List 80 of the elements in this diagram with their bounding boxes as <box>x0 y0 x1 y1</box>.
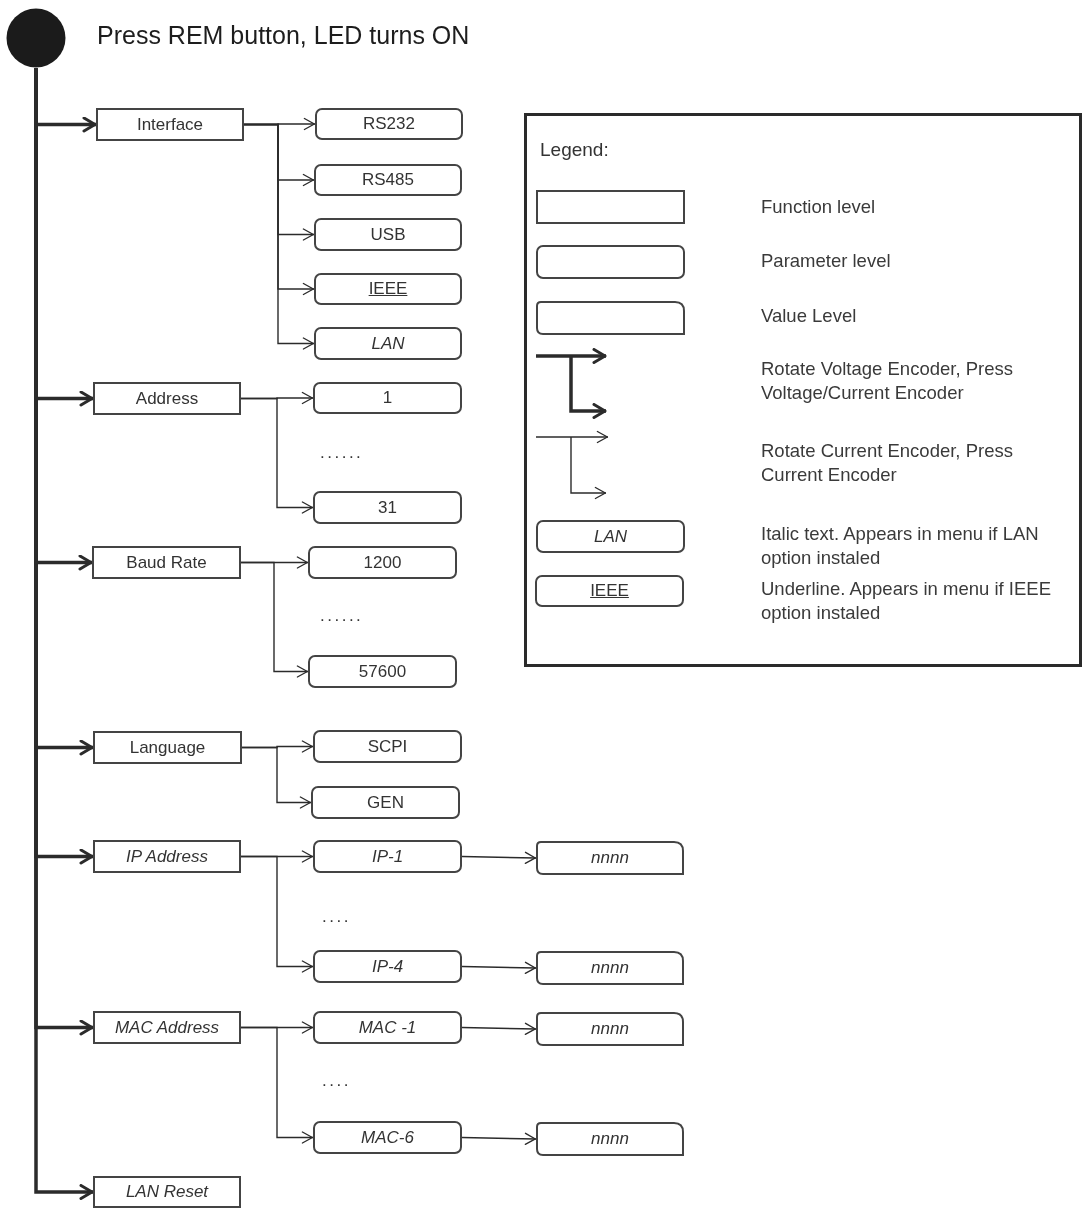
parameter-box <box>313 1011 462 1044</box>
parameter-box <box>311 786 460 819</box>
menu-label: IP Address <box>126 846 208 867</box>
menu-label: 1200 <box>363 552 402 573</box>
menu-label: Baud Rate <box>126 552 207 573</box>
legend-text: Function level <box>761 195 877 219</box>
menu-label: Language <box>129 737 206 758</box>
ellipsis: ...... <box>320 443 364 463</box>
function-box <box>93 1176 241 1208</box>
parameter-box <box>314 273 462 305</box>
sample-label: IEEE <box>590 581 629 601</box>
ellipsis: ...... <box>320 606 364 626</box>
menu-label: SCPI <box>367 736 408 757</box>
menu-label: 31 <box>378 497 397 518</box>
menu-label: MAC-6 <box>361 1127 414 1148</box>
parameter-box <box>315 108 463 140</box>
legend-text: Italic text. Appears in menu if LAN option instaled <box>761 522 1040 570</box>
menu-label: MAC -1 <box>358 1017 417 1038</box>
menu-label: GEN <box>367 792 404 813</box>
parameter-box <box>308 655 457 688</box>
ellipsis: .... <box>322 907 351 927</box>
arrow <box>461 1132 537 1145</box>
ellipsis: .... <box>322 1071 351 1091</box>
arrow <box>461 851 537 864</box>
menu-label: nnnn <box>591 1129 629 1149</box>
parameter-box <box>314 164 462 196</box>
value-box <box>536 1012 684 1046</box>
menu-label: RS232 <box>363 114 415 134</box>
function-box <box>93 1011 241 1044</box>
parameter-box <box>314 327 462 360</box>
legend-text: Parameter level <box>761 249 892 273</box>
arrow <box>461 1022 537 1035</box>
parameter-box <box>313 382 462 414</box>
parameter-box <box>313 840 462 873</box>
menu-label: Address <box>135 388 199 409</box>
function-box <box>93 382 241 415</box>
legend-heading: Legend: <box>540 139 609 161</box>
menu-label: nnnn <box>591 958 629 978</box>
menu-label: IP-1 <box>371 846 404 867</box>
value-box <box>536 951 684 985</box>
legend-text: Underline. Appears in menu if IEEE option instaled <box>761 577 1052 625</box>
arrow <box>240 855 314 973</box>
sample-box <box>535 575 684 607</box>
menu-label: 1 <box>382 388 393 408</box>
parameter-box <box>314 218 462 251</box>
arrow <box>240 561 309 678</box>
legend-text: Value Level <box>761 304 858 328</box>
menu-label: IEEE <box>368 279 408 299</box>
sample-label: LAN <box>593 526 628 547</box>
menu-label: RS485 <box>362 170 414 190</box>
parameter-box <box>313 1121 462 1154</box>
menu-label: 57600 <box>358 661 407 682</box>
arrow <box>461 961 537 974</box>
parameter-box <box>313 730 462 763</box>
menu-label: nnnn <box>591 848 629 868</box>
sample-box <box>536 520 685 553</box>
value-box <box>536 841 684 875</box>
function-box <box>92 546 241 579</box>
arrow <box>241 746 312 809</box>
function-box <box>93 840 241 873</box>
menu-label: USB <box>370 224 406 245</box>
arrow <box>243 123 315 350</box>
arrow <box>240 1026 314 1144</box>
parameter-box <box>308 546 457 579</box>
menu-label: nnnn <box>591 1019 629 1039</box>
function-box <box>96 108 244 141</box>
menu-label: MAC Address <box>114 1017 220 1038</box>
parameter-box <box>313 491 462 524</box>
instruction-text: Press REM button, LED turns ON <box>97 20 470 50</box>
menu-label: LAN Reset <box>125 1182 209 1202</box>
menu-label: IP-4 <box>371 956 404 977</box>
value-box <box>536 1122 684 1156</box>
arrow <box>240 397 314 514</box>
start-circle <box>6 8 66 68</box>
function-box <box>93 731 242 764</box>
parameter-box <box>313 950 462 983</box>
menu-label: LAN <box>371 333 405 354</box>
menu-label: Interface <box>136 114 204 135</box>
legend-text: Rotate Current Encoder, Press Current Encoder <box>761 439 1014 487</box>
legend-text: Rotate Voltage Encoder, Press Voltage/Current Encoder <box>761 357 1014 405</box>
